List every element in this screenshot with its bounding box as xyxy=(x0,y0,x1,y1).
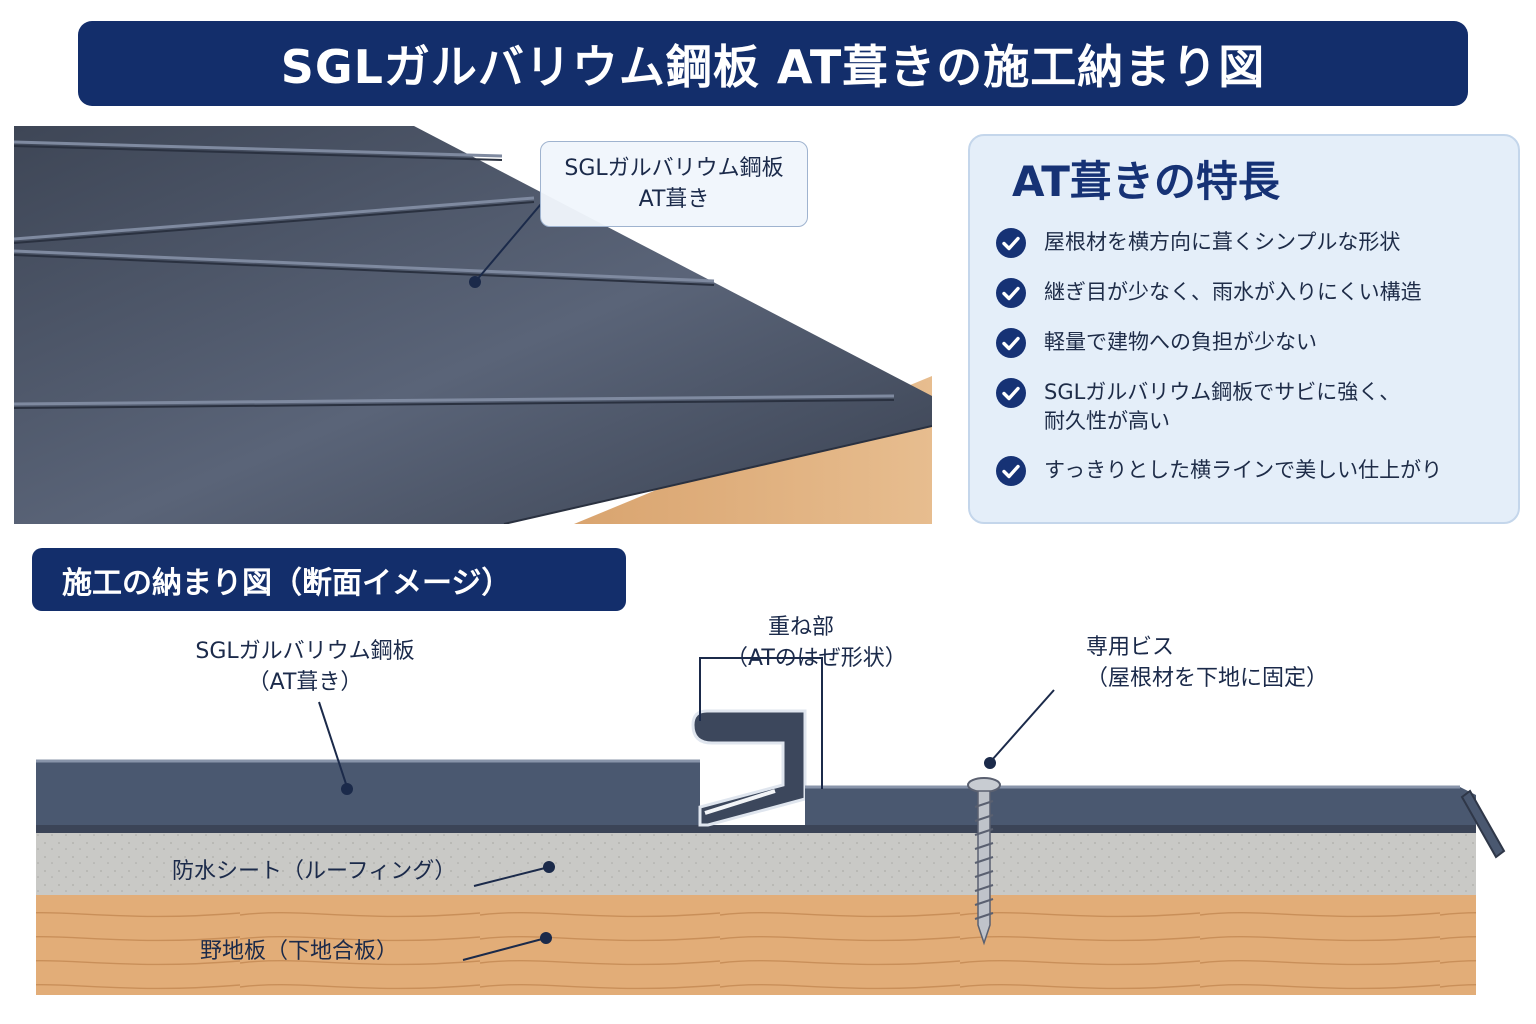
page-title: SGLガルバリウム鋼板 AT葺きの施工納まり図 xyxy=(78,21,1468,106)
list-item: 屋根材を横方向に葺くシンプルな形状 xyxy=(996,228,1400,258)
list-item: すっきりとした横ラインで美しい仕上がり xyxy=(996,456,1442,486)
seam-label: 重ね部 （ATのはぜ形状） xyxy=(726,615,907,671)
callout-line1: SGLガルバリウム鋼板 xyxy=(564,156,784,181)
steel-panel-left xyxy=(36,761,700,825)
list-item: 継ぎ目が少なく、雨水が入りにくい構造 xyxy=(996,278,1422,308)
panel-drip-edge xyxy=(1460,789,1506,859)
cross-section-diagram xyxy=(0,615,1536,1024)
check-icon xyxy=(996,378,1026,408)
seam-lock xyxy=(691,709,807,827)
feature-box: AT葺きの特長 屋根材を横方向に葺くシンプルな形状 継ぎ目が少なく、雨水が入りに… xyxy=(968,134,1520,524)
screw-label: 専用ビス （屋根材を下地に固定） xyxy=(1086,635,1329,691)
check-icon xyxy=(996,278,1026,308)
list-item: 軽量で建物への負担が少ない xyxy=(996,328,1317,358)
screw-icon xyxy=(967,777,1001,946)
sheet-label: 防水シート（ルーフィング） xyxy=(172,859,457,884)
section-label: 施工の納まり図（断面イメージ） xyxy=(32,548,626,611)
feature-title: AT葺きの特長 xyxy=(1012,157,1280,206)
photo-callout: SGLガルバリウム鋼板 AT葺き xyxy=(540,141,808,227)
check-icon xyxy=(996,328,1026,358)
list-item: SGLガルバリウム鋼板でサビに強く、 耐久性が高い xyxy=(996,378,1400,436)
panel-label: SGLガルバリウム鋼板 （AT葺き） xyxy=(195,639,415,695)
check-icon xyxy=(996,228,1026,258)
callout-line2: AT葺き xyxy=(638,187,710,212)
steel-panel-right xyxy=(805,787,1476,825)
check-icon xyxy=(996,456,1026,486)
board-label: 野地板（下地合板） xyxy=(200,939,399,964)
